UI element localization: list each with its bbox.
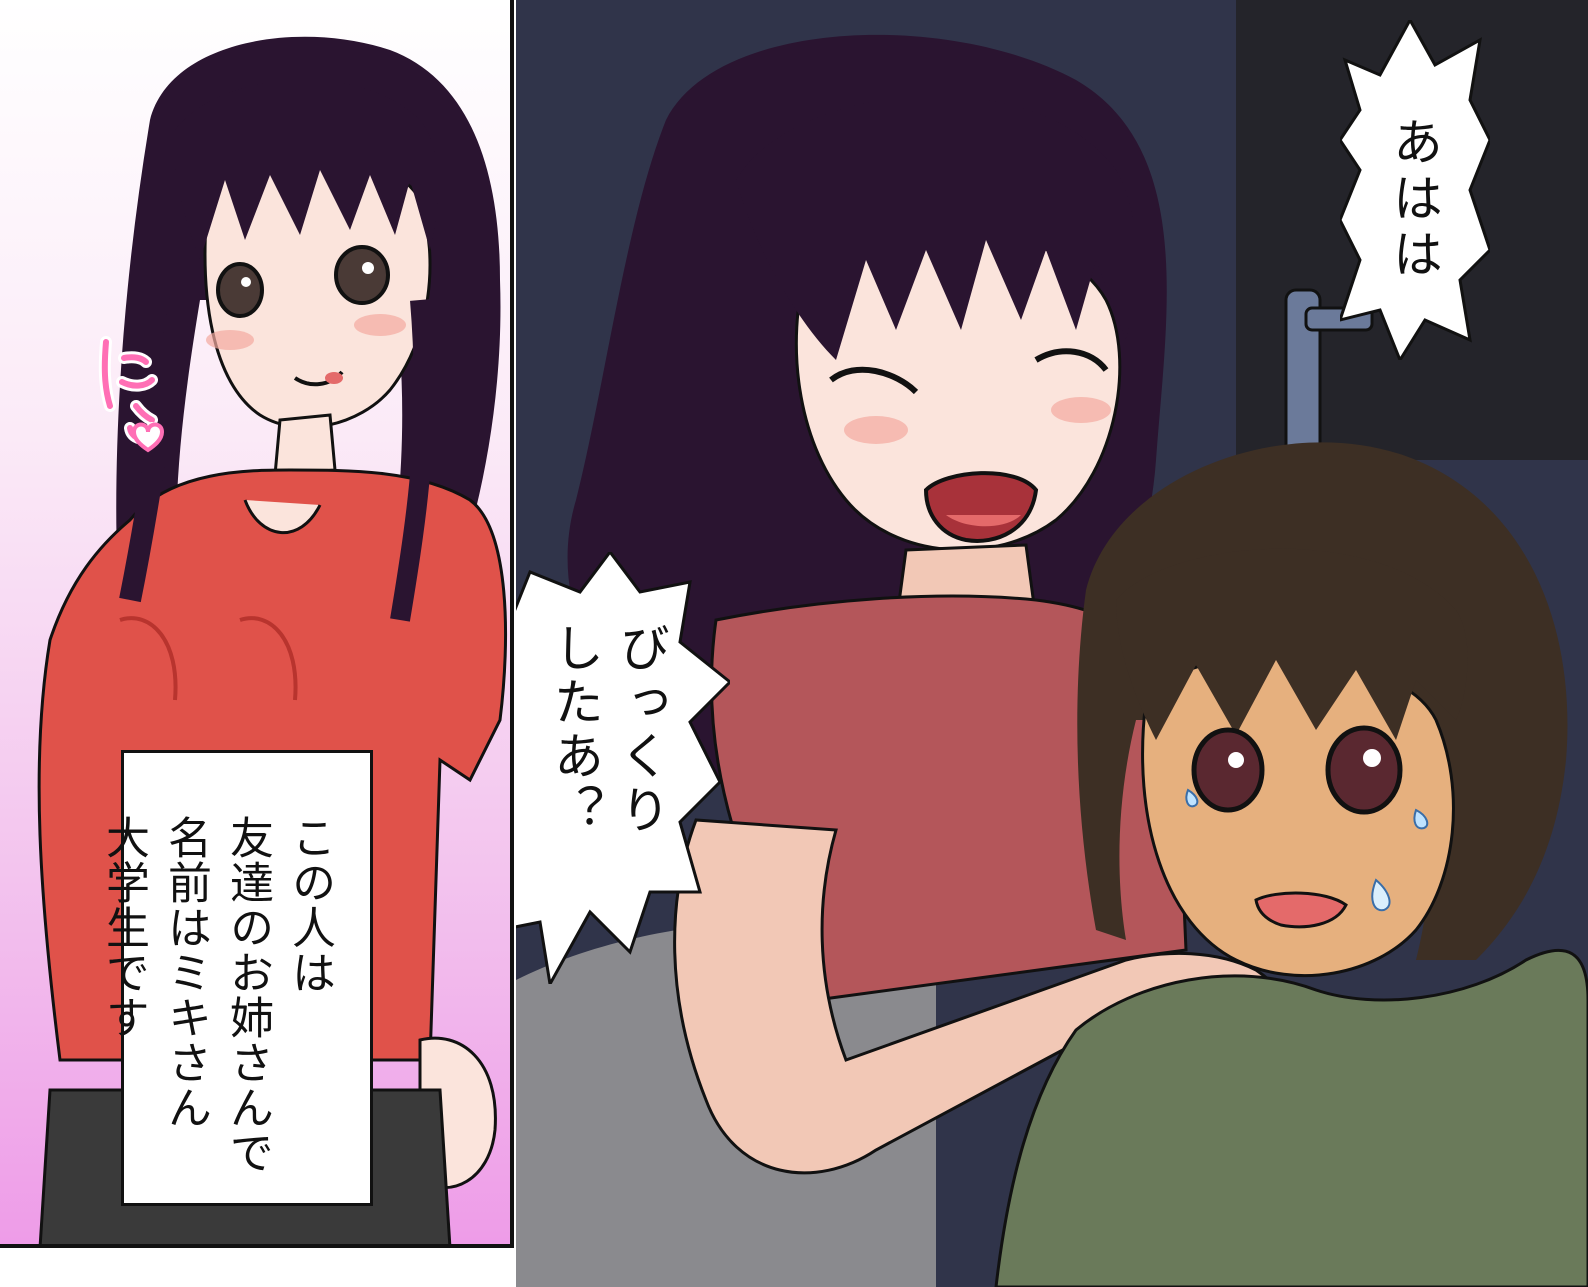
speech-text-surprise: びっくりしたあ？ [542,622,674,838]
heart-icon [131,422,165,453]
narration-text: この人は友達のお姉さんで名前はミキさん大学生です [92,815,340,1175]
speech-line-2: したあ？ [546,622,604,838]
woman-eye-left [829,366,919,395]
woman-bangs [736,95,1136,360]
sfx-nikko [96,336,168,454]
speech-bubble-laugh: あはは [1340,20,1490,360]
boy-mouth [1254,891,1348,929]
woman-eye-right [334,245,390,305]
narration-caption: この人は友達のお姉さんで名前はミキさん大学生です [98,750,373,1206]
narration-line-2: 友達のお姉さんで [222,815,273,1175]
speech-bubble-surprise: びっくりしたあ？ [516,552,730,984]
woman-bangs [174,79,439,260]
speech-bubble-shape [516,552,730,984]
narration-line-1: この人は [284,815,335,995]
speech-bubble-shape [1340,20,1490,360]
speech-text-laugh: あはは [1385,116,1443,284]
boy-eye-right [1325,725,1403,815]
tear-drop-icon [1185,788,1199,808]
right-panel: あはは びっくりしたあ？ [516,0,1588,1287]
narration-line-3: 名前はミキさん [160,815,211,1130]
speech-line-1: びっくり [612,622,670,838]
woman-mouth [923,471,1039,543]
boy-hoodie [994,949,1588,1287]
woman-eye-right [1034,348,1109,372]
narration-line-4: 大学生です [98,815,149,1040]
woman-eye-left [216,262,264,318]
boy-eye-left [1191,727,1265,813]
sfx-nikko-lettering [98,336,165,453]
left-panel: この人は友達のお姉さんで名前はミキさん大学生です [0,0,514,1248]
